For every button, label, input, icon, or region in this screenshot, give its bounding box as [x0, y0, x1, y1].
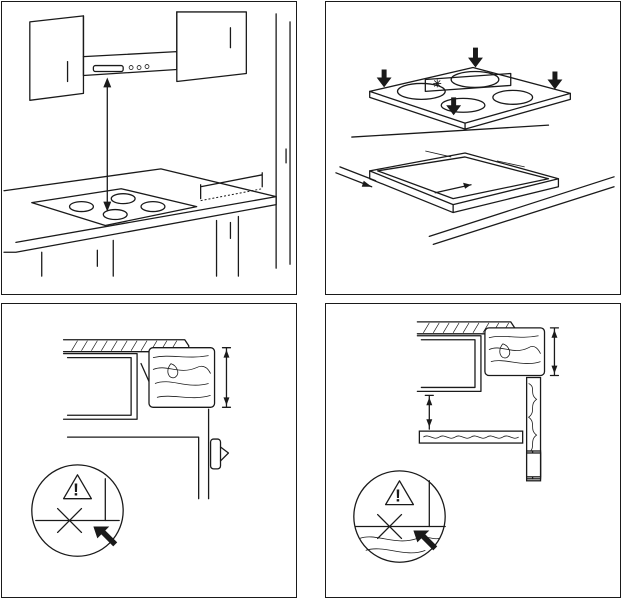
- hinge-knob: [221, 447, 229, 461]
- arrow-icon: [413, 530, 437, 550]
- wall-cabinet-right: [177, 12, 247, 82]
- worktop-edge-cabinet-illustration: !: [2, 304, 296, 597]
- snowflake-icon: [433, 79, 441, 87]
- hood-clearance-illustration: [2, 2, 296, 294]
- lower-panel: [527, 453, 541, 477]
- cutout-depth: [370, 171, 559, 213]
- down-arrow-icon: [547, 72, 562, 90]
- hob-body-inner: [68, 358, 132, 416]
- cooking-zone: [70, 202, 94, 212]
- arrow-icon: [103, 77, 111, 87]
- cooking-zone: [103, 210, 127, 220]
- hood-light: [93, 66, 123, 72]
- cooking-zone: [141, 202, 165, 212]
- worktop-section: [485, 328, 545, 376]
- down-arrow-icon: [377, 70, 392, 88]
- cooking-zone: [441, 98, 485, 112]
- hood-knob: [129, 66, 133, 70]
- worktop-front-edge: [16, 197, 276, 243]
- panel-worktop-edge-cabinet: !: [1, 303, 297, 598]
- arrow-icon: [463, 183, 471, 189]
- worktop-back-edge: [352, 125, 549, 137]
- cooking-zone: [111, 194, 135, 204]
- cutout-guide: [201, 189, 263, 201]
- detail-edge: [105, 479, 119, 521]
- cabinet-top: [68, 437, 199, 499]
- hood-chimney: [83, 12, 176, 57]
- hob-body-outer: [64, 354, 137, 420]
- cooking-zone: [451, 72, 499, 88]
- side-panel: [276, 14, 290, 268]
- worktop: [4, 169, 276, 252]
- hob-body-outer: [417, 336, 481, 392]
- base-cabinets: [42, 217, 239, 277]
- panel-worktop-edge-shelf: !: [325, 303, 621, 598]
- detail-circle: [32, 465, 123, 556]
- arrow-icon: [362, 181, 372, 187]
- panel-hob-installation: [325, 1, 621, 295]
- cooking-zone: [398, 83, 446, 99]
- wall-cabinet-left: [30, 16, 84, 100]
- hob-body-inner: [421, 340, 475, 388]
- hob-plate-edge: [370, 91, 571, 129]
- warning-mark: !: [395, 486, 401, 506]
- clip: [141, 364, 149, 382]
- warning-mark: !: [73, 480, 79, 500]
- worktop-edge-shelf-illustration: !: [326, 304, 620, 597]
- cooking-zone: [493, 90, 533, 104]
- worktop-front: [429, 177, 614, 245]
- cabinet-hinge: [211, 439, 221, 469]
- down-arrow-icon: [468, 48, 483, 68]
- arrow-icon: [93, 526, 117, 546]
- hood-knob: [137, 66, 141, 70]
- hob-installation-illustration: [326, 2, 620, 294]
- panel-hood-clearance: [1, 1, 297, 295]
- hood-knob: [145, 65, 149, 69]
